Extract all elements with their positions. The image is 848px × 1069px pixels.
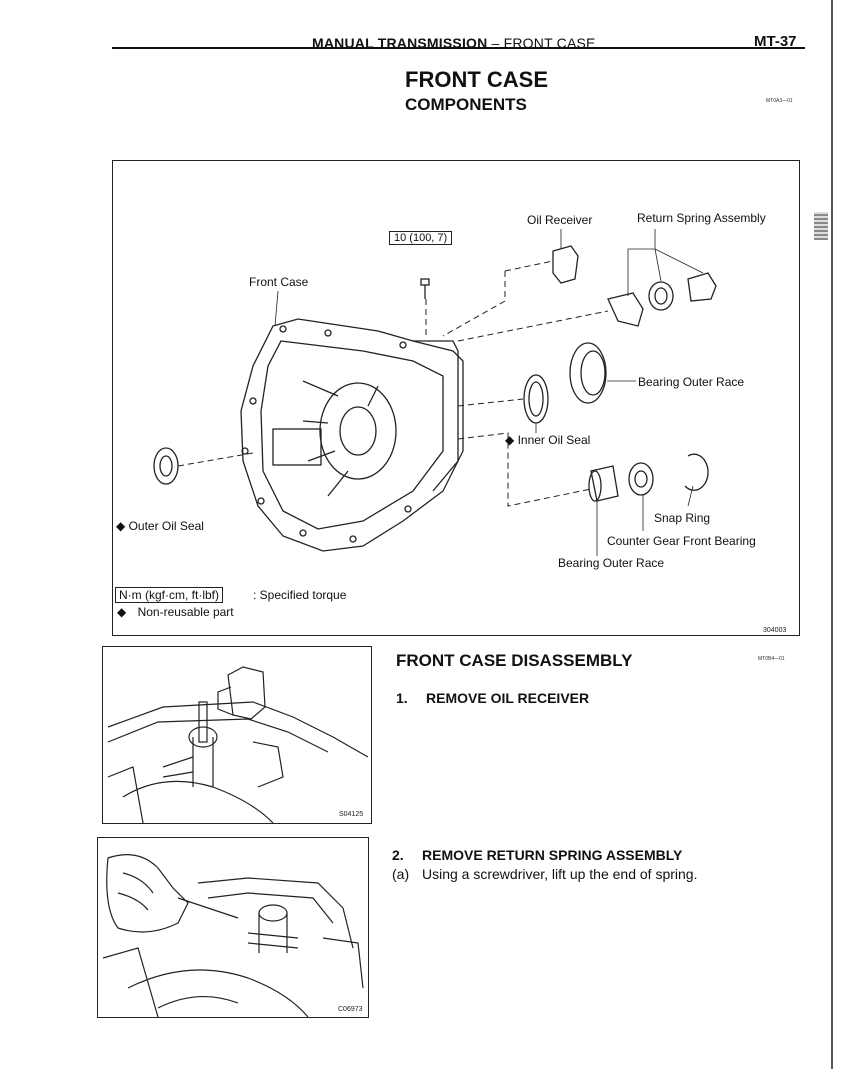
label-counter-gear-front-bearing: Counter Gear Front Bearing bbox=[607, 534, 756, 548]
oil-receiver-shape bbox=[552, 245, 579, 284]
header-rule bbox=[112, 47, 805, 49]
bearing-outer-race-top-shape bbox=[569, 342, 607, 404]
step-2a: (a) Using a screwdriver, lift up the end … bbox=[392, 866, 697, 882]
photo-return-spring-drawing bbox=[102, 854, 364, 1017]
legend-torque-units: N·m (kgf·cm, ft·lbf) bbox=[115, 587, 223, 603]
non-reusable-mark: ◆ bbox=[116, 519, 126, 533]
step-1: 1. REMOVE OIL RECEIVER bbox=[396, 690, 589, 706]
return-spring-parts bbox=[607, 292, 644, 327]
photo-oil-receiver-drawing bbox=[107, 666, 369, 823]
label-snap-ring: Snap Ring bbox=[654, 511, 711, 525]
page-number: MT-37 bbox=[754, 33, 797, 50]
photo2-code: C06973 bbox=[338, 1006, 363, 1013]
label-inner-oil-seal: ◆ Inner Oil Seal bbox=[505, 433, 590, 447]
step-2: 2. REMOVE RETURN SPRING ASSEMBLY bbox=[392, 847, 682, 863]
label-return-spring-assembly: Return Spring Assembly bbox=[637, 211, 766, 225]
step-2-number: 2. bbox=[392, 847, 404, 863]
label-bearing-outer-race-bottom: Bearing Outer Race bbox=[558, 556, 665, 570]
label-front-case: Front Case bbox=[249, 275, 309, 289]
disassembly-code: MT0B4—01 bbox=[758, 656, 785, 662]
page-subtitle: COMPONENTS bbox=[405, 95, 527, 114]
components-code: MT0A3—01 bbox=[766, 98, 793, 104]
photo-return-spring: C06973 bbox=[97, 837, 369, 1018]
diagram-figure-code: 304003 bbox=[763, 627, 787, 634]
step-1-text: REMOVE OIL RECEIVER bbox=[426, 690, 590, 706]
non-reusable-mark: ◆ bbox=[117, 605, 127, 619]
step-2-text: REMOVE RETURN SPRING ASSEMBLY bbox=[422, 847, 683, 863]
bearing-outer-race-bottom-shape bbox=[590, 465, 619, 502]
legend-torque-desc: : Specified torque bbox=[253, 588, 347, 602]
label-outer-oil-seal: ◆ Outer Oil Seal bbox=[116, 519, 204, 533]
label-inner-oil-seal-text: Inner Oil Seal bbox=[517, 433, 591, 447]
counter-gear-bearing-shape bbox=[628, 462, 654, 496]
page-title: FRONT CASE bbox=[405, 67, 548, 92]
exploded-view-drawing bbox=[153, 229, 717, 556]
photo1-code: S04125 bbox=[339, 811, 364, 818]
label-bearing-outer-race-top: Bearing Outer Race bbox=[638, 375, 745, 389]
legend-nonreusable: ◆ Non-reusable part bbox=[117, 605, 234, 619]
step-2a-text: Using a screwdriver, lift up the end of … bbox=[422, 866, 698, 882]
photo-oil-receiver: S04125 bbox=[102, 646, 372, 824]
step-2a-label: (a) bbox=[392, 866, 410, 882]
components-diagram: 10 (100, 7) Oil Receiver Return Spring A… bbox=[112, 160, 800, 636]
step-1-number: 1. bbox=[396, 690, 408, 706]
label-outer-oil-seal-text: Outer Oil Seal bbox=[128, 519, 204, 533]
snap-ring-shape bbox=[684, 453, 709, 491]
front-case-shape bbox=[240, 318, 464, 552]
header-separator: – bbox=[491, 35, 500, 51]
torque-spec-box: 10 (100, 7) bbox=[389, 231, 453, 245]
disassembly-title: FRONT CASE DISASSEMBLY bbox=[396, 651, 633, 670]
outer-oil-seal-shape bbox=[153, 447, 179, 485]
legend-nonreusable-desc: Non-reusable part bbox=[137, 605, 234, 619]
label-oil-receiver: Oil Receiver bbox=[527, 213, 593, 227]
page-edge-line bbox=[831, 0, 833, 1069]
section-tab-mark bbox=[814, 212, 828, 240]
non-reusable-mark: ◆ bbox=[505, 433, 515, 447]
